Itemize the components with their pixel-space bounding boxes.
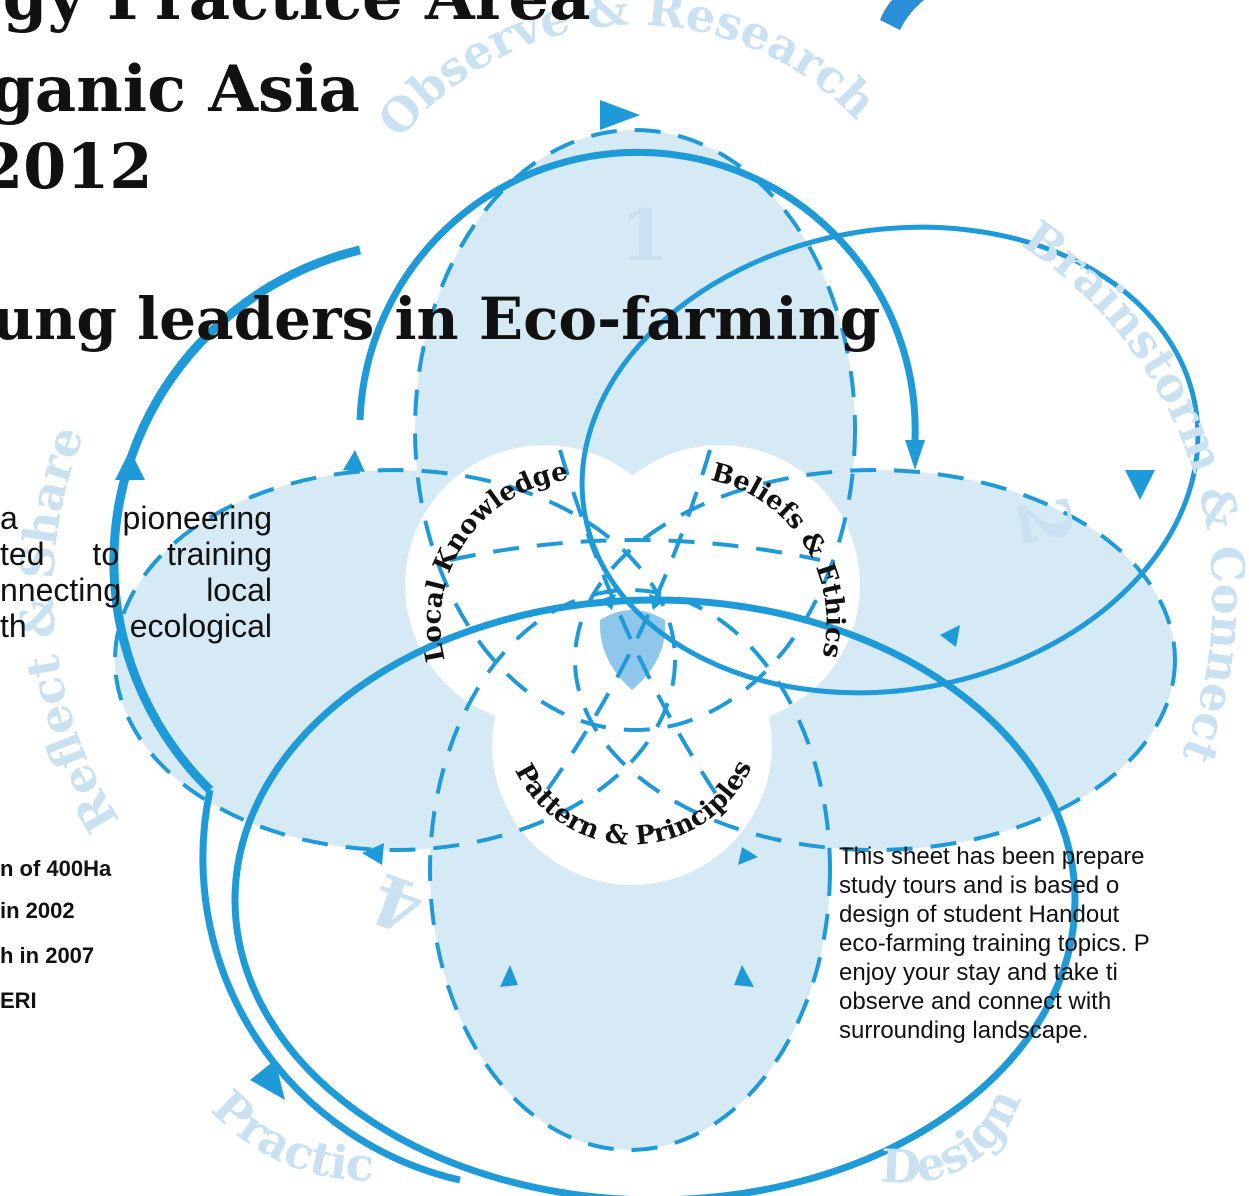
stage-number-1: 1: [620, 194, 669, 277]
note-line: enjoy your stay and take ti: [839, 959, 1118, 986]
arrow-top-right: [905, 440, 925, 470]
dashed-arrows: [343, 450, 960, 987]
ring-bottom: [231, 596, 1079, 1196]
note-line: study tours and is based o: [839, 872, 1120, 899]
note-line: This sheet has been prepare: [839, 843, 1145, 870]
arrow-bottom-left-big: [250, 1060, 285, 1100]
fact-item: n of 400Ha: [0, 856, 112, 881]
organization-logo: [880, 0, 925, 30]
circle-pattern: [492, 605, 772, 885]
arrow-left-up: [343, 450, 365, 472]
ring-top: [356, 148, 919, 441]
fact-item: ERI: [0, 988, 37, 1013]
ring-bottom-left: [199, 789, 461, 1184]
arrow-right-down: [940, 625, 960, 647]
center-core: [599, 610, 666, 690]
arrow-right: [1125, 470, 1155, 500]
page-title-year: 2012: [0, 130, 153, 203]
arrow-bottom-right: [734, 965, 754, 987]
note-line: design of student Handout: [839, 901, 1120, 928]
note-line: surrounding landscape.: [839, 1017, 1089, 1044]
intro-line: ted to training: [0, 536, 272, 572]
page-subtitle: ung leaders in Eco-farming: [0, 285, 881, 353]
intro-line: th ecological: [0, 608, 272, 644]
note-paragraph: This sheet has been prepare study tours …: [839, 842, 1249, 1045]
intro-line: a pioneering: [0, 500, 272, 536]
arrow-left-bottom: [362, 843, 384, 865]
arrow-right-bottom: [738, 847, 758, 865]
arrow-top: [600, 100, 640, 130]
stage-number-4: 4: [361, 856, 435, 951]
label-design: Design: [879, 1081, 1031, 1195]
arrow-left: [115, 450, 145, 480]
intro-line: nnecting local: [0, 572, 272, 608]
fact-item: h in 2007: [0, 943, 95, 968]
cycle-arrows: [115, 100, 1155, 1100]
fact-item: in 2002: [0, 898, 75, 923]
intro-paragraph: a pioneering ted to training nnecting lo…: [0, 500, 272, 644]
page-title-line-1: ogy Practice Area: [0, 0, 591, 30]
note-line: observe and connect with: [839, 988, 1112, 1015]
arrow-bottom-left: [500, 965, 518, 987]
note-line: eco-farming training topics. P: [839, 930, 1150, 957]
page-title-line-2: ganic Asia: [0, 52, 360, 127]
dashed-outlines: [113, 128, 1177, 1152]
ring-right: [579, 224, 1201, 696]
